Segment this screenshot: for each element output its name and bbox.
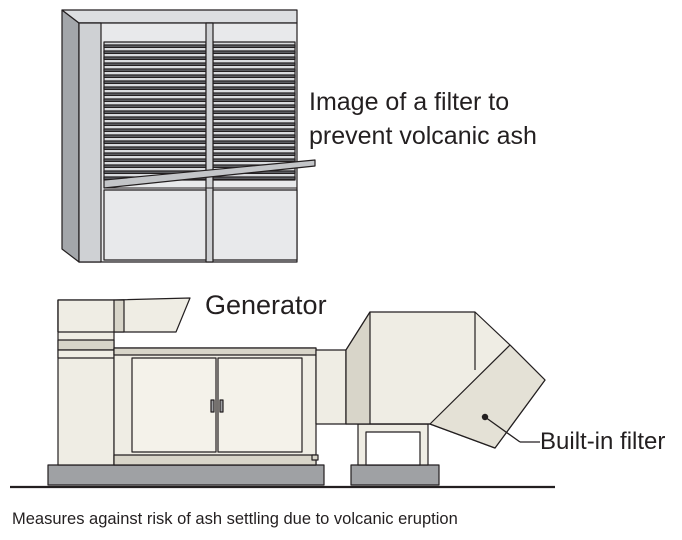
louver-slat-14 — [103, 86, 207, 91]
louver-stripes — [103, 44, 296, 181]
louver-slat-2 — [103, 50, 207, 55]
louver-slat-36 — [103, 152, 207, 157]
filter-shelf — [103, 159, 316, 189]
louver-slat-9 — [212, 68, 296, 73]
louver-slat-29 — [212, 128, 296, 133]
louver-slat-28 — [103, 128, 207, 133]
louver-slat-5 — [212, 56, 296, 61]
generator-door-right — [217, 357, 303, 453]
louver-slat-4 — [103, 56, 207, 61]
louver-slat-22 — [103, 110, 207, 115]
louver-slat-0 — [103, 44, 207, 49]
louver-slat-38 — [103, 158, 207, 163]
louver-slat-17 — [212, 92, 296, 97]
louver-slat-13 — [212, 80, 296, 85]
louver-slat-24 — [103, 116, 207, 121]
filter-center-divider — [205, 22, 214, 263]
louver-slat-39 — [212, 158, 296, 163]
built-in-filter-label: Built-in filter — [540, 428, 666, 455]
filter-leader-line — [484, 416, 521, 443]
generator-illustration — [10, 297, 555, 489]
louver-slat-7 — [212, 62, 296, 67]
louver-slat-30 — [103, 134, 207, 139]
louver-slat-10 — [103, 74, 207, 79]
louver-slat-15 — [212, 86, 296, 91]
louver-slat-34 — [103, 146, 207, 151]
louver-slat-19 — [212, 98, 296, 103]
louver-slat-32 — [103, 140, 207, 145]
louver-slat-12 — [103, 80, 207, 85]
louver-slat-16 — [103, 92, 207, 97]
filter-lower-panel-left — [103, 189, 207, 261]
louver-slat-23 — [212, 110, 296, 115]
louver-slat-20 — [103, 104, 207, 109]
louver-slat-27 — [212, 122, 296, 127]
figure-caption: Measures against risk of ash settling du… — [12, 510, 458, 528]
louver-slat-21 — [212, 104, 296, 109]
filter-left-side — [61, 9, 80, 263]
radiator-connector — [315, 349, 347, 425]
louver-slat-33 — [212, 140, 296, 145]
louver-slat-37 — [212, 152, 296, 157]
filter-left-post — [78, 22, 102, 263]
louver-slat-1 — [212, 44, 296, 49]
louver-slat-11 — [212, 74, 296, 79]
louver-slat-8 — [103, 68, 207, 73]
generator-base-left — [47, 464, 325, 486]
filter-image-label-line-1: Image of a filter to — [309, 88, 510, 116]
generator-label: Generator — [205, 290, 327, 320]
filter-unit-illustration — [61, 9, 316, 263]
filter-image-label-line-2: prevent volcanic ash — [309, 122, 537, 150]
louver-slat-3 — [212, 50, 296, 55]
louver-slat-45 — [212, 176, 296, 181]
built-in-filter-face — [429, 344, 546, 449]
louver-slat-35 — [212, 146, 296, 151]
louver-slat-26 — [103, 122, 207, 127]
generator-door-left — [131, 357, 217, 453]
door-handle-right — [219, 399, 224, 413]
louver-slat-25 — [212, 116, 296, 121]
door-handle-left — [210, 399, 215, 413]
filter-lower-panel-right — [212, 189, 298, 261]
louver-slat-31 — [212, 134, 296, 139]
generator-base-right — [350, 464, 440, 486]
louver-slat-6 — [103, 62, 207, 67]
filter-image-label: Image of a filter to prevent volcanic as… — [309, 85, 537, 153]
louver-slat-40 — [103, 164, 207, 169]
louver-slat-18 — [103, 98, 207, 103]
filter-top-face — [61, 9, 298, 24]
